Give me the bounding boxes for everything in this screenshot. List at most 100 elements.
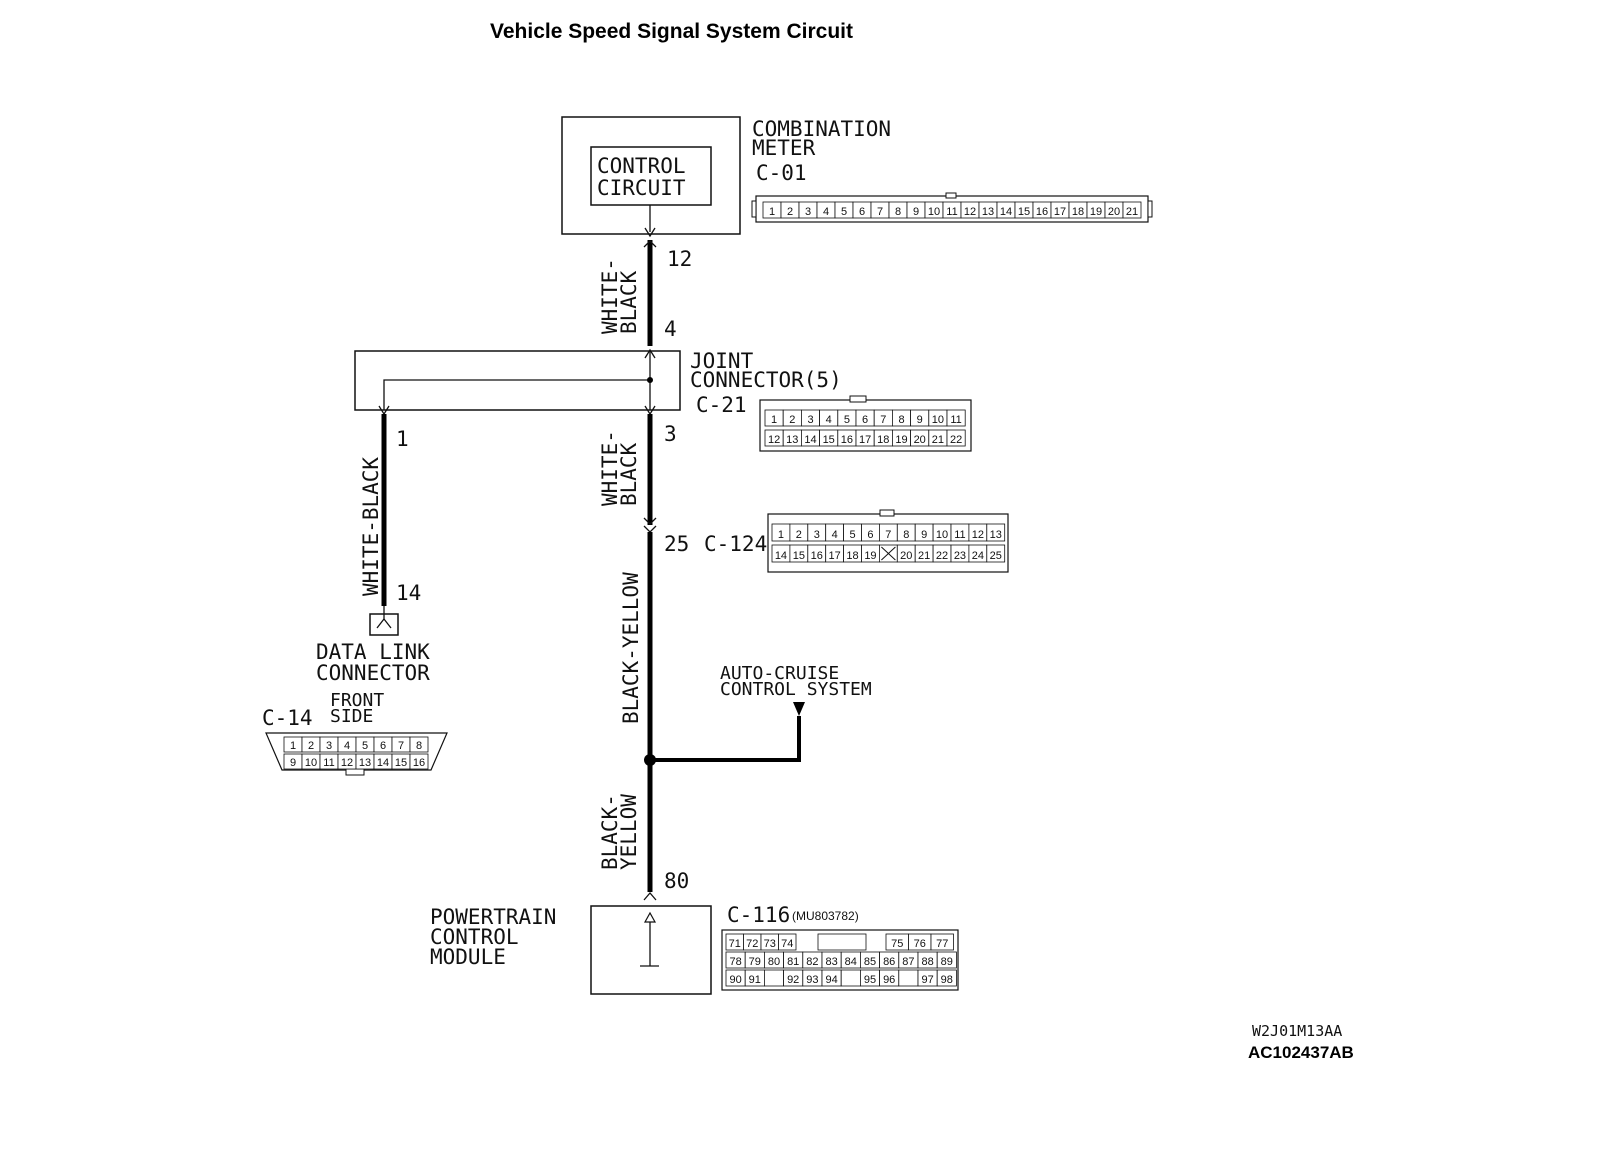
- c116-row2-pin-label: 89: [941, 956, 953, 968]
- c14-row2-pin-label: 10: [305, 757, 317, 769]
- c116-row2-pin-label: 81: [787, 956, 799, 968]
- wire-color-4-label: BLACK-YELLOW: [619, 572, 643, 724]
- c116-row2-pin-label: 82: [806, 956, 818, 968]
- c124-row1-pin-label: 1: [778, 529, 784, 541]
- c124-chevron-2: [643, 525, 657, 533]
- c116-row3-pin-label: 93: [806, 974, 818, 986]
- dlc-label-1: DATA LINK: [316, 640, 430, 664]
- c116-row1b-pin-label: 77: [936, 938, 948, 950]
- c01-pin-label: 3: [805, 206, 811, 218]
- wire-color-4: BLACK-YELLOW: [619, 572, 643, 724]
- c21-row1-pin-label: 5: [844, 414, 850, 426]
- pin-joint-4: 4: [664, 317, 677, 341]
- c14-row1-pin-label: 2: [308, 740, 314, 752]
- c124-row2-pin-label: 21: [918, 550, 930, 562]
- combination-meter-label-2: METER: [752, 136, 816, 160]
- c01-pin-label: 15: [1018, 206, 1030, 218]
- c116-row3-pin-label: 90: [729, 974, 741, 986]
- wire-color-5: BLACK- YELLOW: [598, 794, 641, 870]
- c116-row2-pin-label: 87: [902, 956, 914, 968]
- c116-row3-pin-label: 96: [883, 974, 895, 986]
- wire-color-2: WHITE- BLACK: [598, 430, 641, 506]
- c116-row2-pin-label: 79: [749, 956, 761, 968]
- c21-row1-pin-label: 10: [932, 414, 944, 426]
- c116-row1-pin-label: 72: [746, 938, 758, 950]
- pin-pcm-80: 80: [664, 869, 689, 893]
- pcm-label-1: POWERTRAIN: [430, 905, 556, 929]
- c124-row1-cell: [986, 523, 1006, 542]
- c14-row1-pin-label: 1: [290, 740, 296, 752]
- joint-splice-dot: [647, 377, 653, 383]
- meter-pin-arrow: [644, 227, 656, 238]
- c124-housing: [767, 513, 1009, 573]
- c116-row2-pin-label: 84: [845, 956, 857, 968]
- c14-row1-pin-label: 8: [416, 740, 422, 752]
- auto-cruise-label-2: CONTROL SYSTEM: [720, 679, 872, 700]
- pcm-connector-id: C-116: [727, 903, 790, 927]
- control-circuit-label-1: CONTROL: [597, 154, 686, 178]
- c21-row1-pin-label: 8: [898, 414, 904, 426]
- c01-key: [945, 192, 957, 199]
- c14-row1-pin-label: 6: [380, 740, 386, 752]
- c116-row1-pin-label: 73: [764, 938, 776, 950]
- c01-pin-label: 6: [859, 206, 865, 218]
- c14-row2-pin-label: 12: [341, 757, 353, 769]
- wire-color-1-line1: WHITE-: [598, 258, 622, 334]
- c124-row1-pin-label: 6: [867, 529, 873, 541]
- c14-row1-pin-label: 4: [344, 740, 350, 752]
- c124-row1-pin-label: 4: [832, 529, 838, 541]
- joint-in-arrow: [644, 348, 656, 359]
- joint-connector-label-2: CONNECTOR(5): [690, 368, 842, 392]
- c116-row2-pin-label: 80: [768, 956, 780, 968]
- c116-row2-pin-label: 88: [921, 956, 933, 968]
- dlc-side-label: SIDE: [330, 706, 373, 727]
- c116-row2-pin-label: 85: [864, 956, 876, 968]
- c01-pin-label: 5: [841, 206, 847, 218]
- c124-row2-pin-label: 25: [990, 550, 1002, 562]
- joint-connector-label-1: JOINT: [690, 349, 754, 373]
- c01-pin-label: 18: [1072, 206, 1084, 218]
- c124-row2-pin-label: 20: [900, 550, 912, 562]
- c124-row2-pin-label: 22: [936, 550, 948, 562]
- c116-row2-pin-label: 83: [825, 956, 837, 968]
- c116-row1b-pin-label: 75: [891, 938, 903, 950]
- c124-row1-pin-label: 8: [903, 529, 909, 541]
- c01-pin-label: 16: [1036, 206, 1048, 218]
- c124-row1-pin-label: 13: [990, 529, 1002, 541]
- c116-row3-empty-cell: [898, 969, 919, 987]
- c21-row1-pin-label: 6: [862, 414, 868, 426]
- combination-meter-label-1: COMBINATION: [752, 117, 891, 141]
- c124-row2-pin-label: 18: [846, 550, 858, 562]
- auto-cruise-label-1: AUTO-CRUISE: [720, 663, 839, 684]
- pin-joint-3: 3: [664, 422, 677, 446]
- c01-latch-left: [751, 200, 757, 218]
- c116-row3-pin-label: 91: [749, 974, 761, 986]
- pin-joint-1: 1: [396, 427, 409, 451]
- c116-row3-pin-label: 95: [864, 974, 876, 986]
- c01-pin-label: 14: [1000, 206, 1012, 218]
- c14-row1-pin-label: 5: [362, 740, 368, 752]
- c116-row3-cell: [936, 969, 957, 987]
- c124-row2-pin-label: 16: [811, 550, 823, 562]
- wire-color-1: WHITE- BLACK: [598, 258, 641, 334]
- c116-row3-empty-cell: [840, 969, 861, 987]
- c116-row1b-pin-label: 76: [914, 938, 926, 950]
- wire-to-auto-cruise: [650, 716, 801, 762]
- c21-row2-pin-label: 22: [950, 434, 962, 446]
- c21-row1-pin-label: 4: [826, 414, 832, 426]
- c124-row2-pin-label: 23: [954, 550, 966, 562]
- c01-pin-label: 20: [1108, 206, 1120, 218]
- c124-row1-pin-label: 2: [796, 529, 802, 541]
- c116-row3-pin-label: 98: [941, 974, 953, 986]
- c124-key: [879, 509, 895, 517]
- meter-wire-chevron: [643, 240, 657, 248]
- c116-blank-block: [817, 933, 867, 951]
- c21-row2-pin-label: 12: [768, 434, 780, 446]
- c14-key: [345, 768, 365, 776]
- c21-row2-pin-label: 18: [877, 434, 889, 446]
- c116-row2-pin-label: 86: [883, 956, 895, 968]
